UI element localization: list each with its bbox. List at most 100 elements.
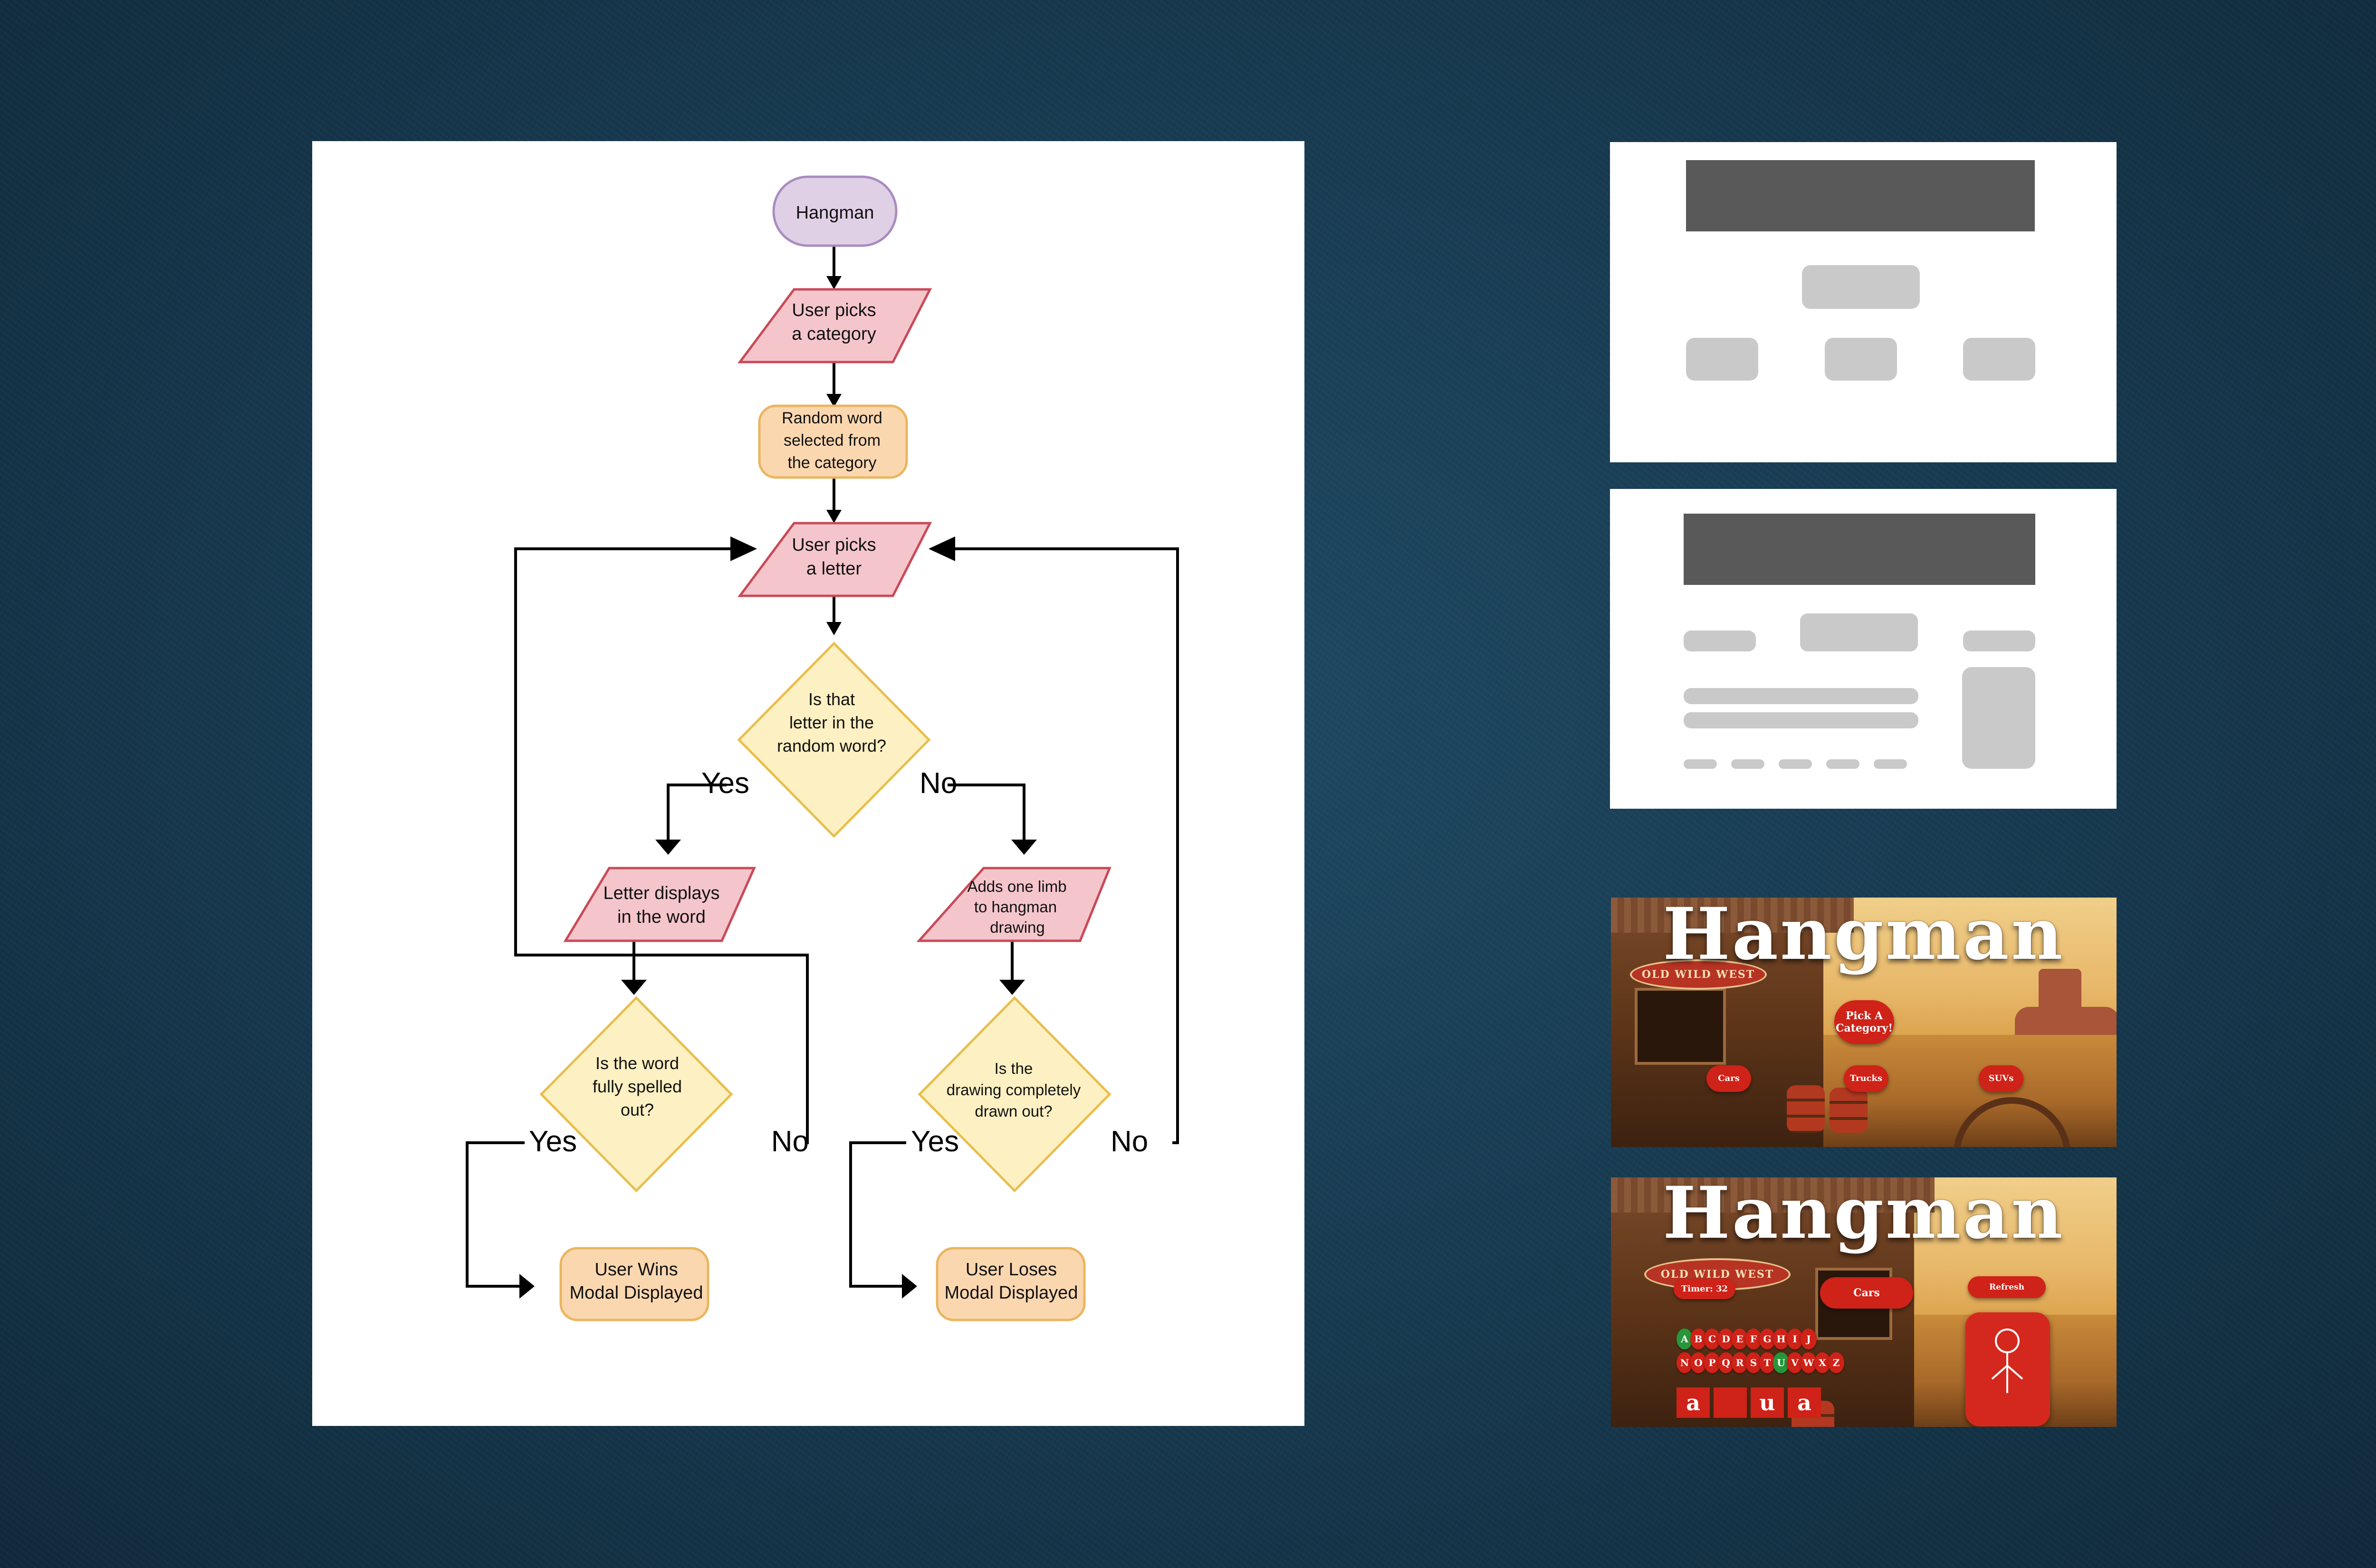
key-i[interactable]: I (1787, 1329, 1803, 1349)
io-letter-displays: Letter displays in the word (563, 867, 756, 942)
decision3-line-2: drawing completely (947, 1081, 1081, 1099)
decision2-line-3: out? (621, 1100, 654, 1119)
category-button-trucks[interactable]: Trucks (1844, 1065, 1888, 1092)
hangman-drawing-card (1965, 1312, 2050, 1426)
limb-line-2: to hangman (974, 898, 1057, 916)
key-g[interactable]: G (1759, 1329, 1775, 1349)
key-x[interactable]: X (1814, 1352, 1830, 1373)
wireframe-category-block (1800, 613, 1918, 651)
screen-title: Hangman (1663, 898, 2065, 976)
wireframe-category-button-3 (1963, 338, 2035, 381)
wireframe-timer-block (1684, 631, 1756, 651)
start-terminal: Hangman (772, 175, 898, 247)
word-slot (1714, 1387, 1747, 1418)
wireframe-slot-5 (1874, 759, 1907, 769)
wireframe-prompt-block (1802, 265, 1920, 309)
key-f[interactable]: F (1745, 1329, 1762, 1349)
start-label: Hangman (796, 203, 874, 223)
wireframe-refresh-block (1963, 631, 2035, 651)
terminal-user-wins: User Wins Modal Displayed (559, 1247, 709, 1321)
prompt-line-1: Pick A (1845, 1010, 1883, 1022)
category-line-2: a category (792, 324, 876, 344)
decision-fully-spelled: Is the word fully spelled out? (539, 996, 733, 1193)
key-t[interactable]: T (1759, 1352, 1775, 1373)
mockup-category-screen: OLD WILD WEST Hangman Pick A Category! C… (1611, 898, 2117, 1147)
decision1-line-3: random word? (777, 736, 886, 755)
key-b[interactable]: B (1690, 1329, 1706, 1349)
loop-back-right (955, 547, 1179, 1144)
word-slot: a (1677, 1387, 1710, 1418)
saloon-roof-2 (1611, 1177, 1935, 1213)
hangman-figure-icon (1991, 1329, 2023, 1393)
key-c[interactable]: C (1704, 1329, 1720, 1349)
key-s[interactable]: S (1745, 1352, 1762, 1373)
decision2-line-1: Is the word (595, 1053, 679, 1073)
wireframe-title-bar (1686, 160, 2035, 231)
key-h[interactable]: H (1773, 1329, 1789, 1349)
key-p[interactable]: P (1704, 1352, 1720, 1373)
key-e[interactable]: E (1732, 1329, 1748, 1349)
wireframe-slot-1 (1684, 759, 1717, 769)
key-j[interactable]: J (1801, 1329, 1817, 1349)
wireframe-drawing-area (1962, 667, 2035, 769)
displays-line-1: Letter displays (603, 883, 719, 903)
barrel-2 (1830, 1088, 1868, 1133)
word-slot: u (1751, 1387, 1784, 1418)
wins-line-2: Modal Displayed (570, 1283, 703, 1303)
limb-line-1: Adds one limb (967, 878, 1066, 895)
flowchart-panel: Hangman User picks a category Random wor… (312, 141, 1304, 1426)
key-o[interactable]: O (1690, 1352, 1706, 1373)
io-pick-category: User picks a category (738, 288, 932, 363)
decision1-line-1: Is that (808, 689, 855, 709)
key-n[interactable]: N (1677, 1352, 1693, 1373)
loses-line-1: User Loses (966, 1260, 1057, 1280)
no-label-3: No (1111, 1125, 1148, 1158)
timer-display: Timer: 32 (1674, 1279, 1735, 1299)
key-q[interactable]: Q (1718, 1352, 1734, 1373)
process-random-word: Random word selected from the category (758, 404, 908, 479)
wireframe-game-screen (1610, 489, 2117, 809)
yes-label-1: Yes (701, 767, 749, 800)
word-slot: a (1788, 1387, 1821, 1418)
random-line-2: selected from (784, 431, 881, 449)
barrel-1 (1787, 1085, 1825, 1133)
key-v[interactable]: V (1787, 1352, 1803, 1373)
letter-line-1: User picks (792, 535, 876, 555)
decision-letter-in-word: Is that letter in the random word? (737, 641, 931, 838)
saloon-window (1635, 988, 1726, 1065)
decision3-line-1: Is the (995, 1060, 1033, 1077)
key-u[interactable]: U (1773, 1352, 1789, 1373)
wins-line-1: User Wins (594, 1260, 678, 1280)
key-z[interactable]: Z (1828, 1352, 1844, 1373)
wireframe-slot-2 (1731, 759, 1764, 769)
key-d[interactable]: D (1718, 1329, 1734, 1349)
key-w[interactable]: W (1801, 1352, 1817, 1373)
category-line-1: User picks (792, 300, 876, 320)
connectors (466, 246, 1179, 1299)
saloon-sign: OLD WILD WEST (1630, 959, 1767, 990)
no-label-1: No (920, 767, 957, 800)
wireframe-keyboard-row-2 (1684, 712, 1918, 728)
refresh-button[interactable]: Refresh (1968, 1276, 2046, 1298)
decision2-line-2: fully spelled (593, 1077, 682, 1096)
wireframe-slot-3 (1779, 759, 1812, 769)
letter-line-2: a letter (806, 559, 862, 579)
arrow-yes-letter-displays (667, 784, 727, 840)
decision-drawing-complete: Is the drawing completely drawn out? (918, 996, 1111, 1193)
arrow-yes-user-loses (849, 1141, 906, 1288)
saloon-roof (1611, 898, 1854, 933)
wireframe-keyboard-row-1 (1684, 688, 1918, 704)
decision3-line-3: drawn out? (975, 1102, 1052, 1120)
category-button-cars[interactable]: Cars (1706, 1065, 1751, 1092)
key-a[interactable]: A (1677, 1329, 1693, 1349)
key-r[interactable]: R (1732, 1352, 1748, 1373)
io-adds-limb: Adds one limb to hangman drawing (916, 867, 1111, 942)
category-button-suvs[interactable]: SUVs (1979, 1065, 2023, 1092)
wireframe-category-screen (1610, 142, 2117, 462)
yes-label-2: Yes (529, 1125, 577, 1158)
io-pick-letter: User picks a letter (738, 522, 932, 597)
mockup-game-screen: OLD WILD WEST Hangman Timer: 32 Cars Ref… (1611, 1177, 2117, 1427)
game-screen-title: Hangman (1663, 1177, 2065, 1255)
loop-back-left (514, 547, 809, 1144)
limb-line-3: drawing (990, 918, 1045, 936)
